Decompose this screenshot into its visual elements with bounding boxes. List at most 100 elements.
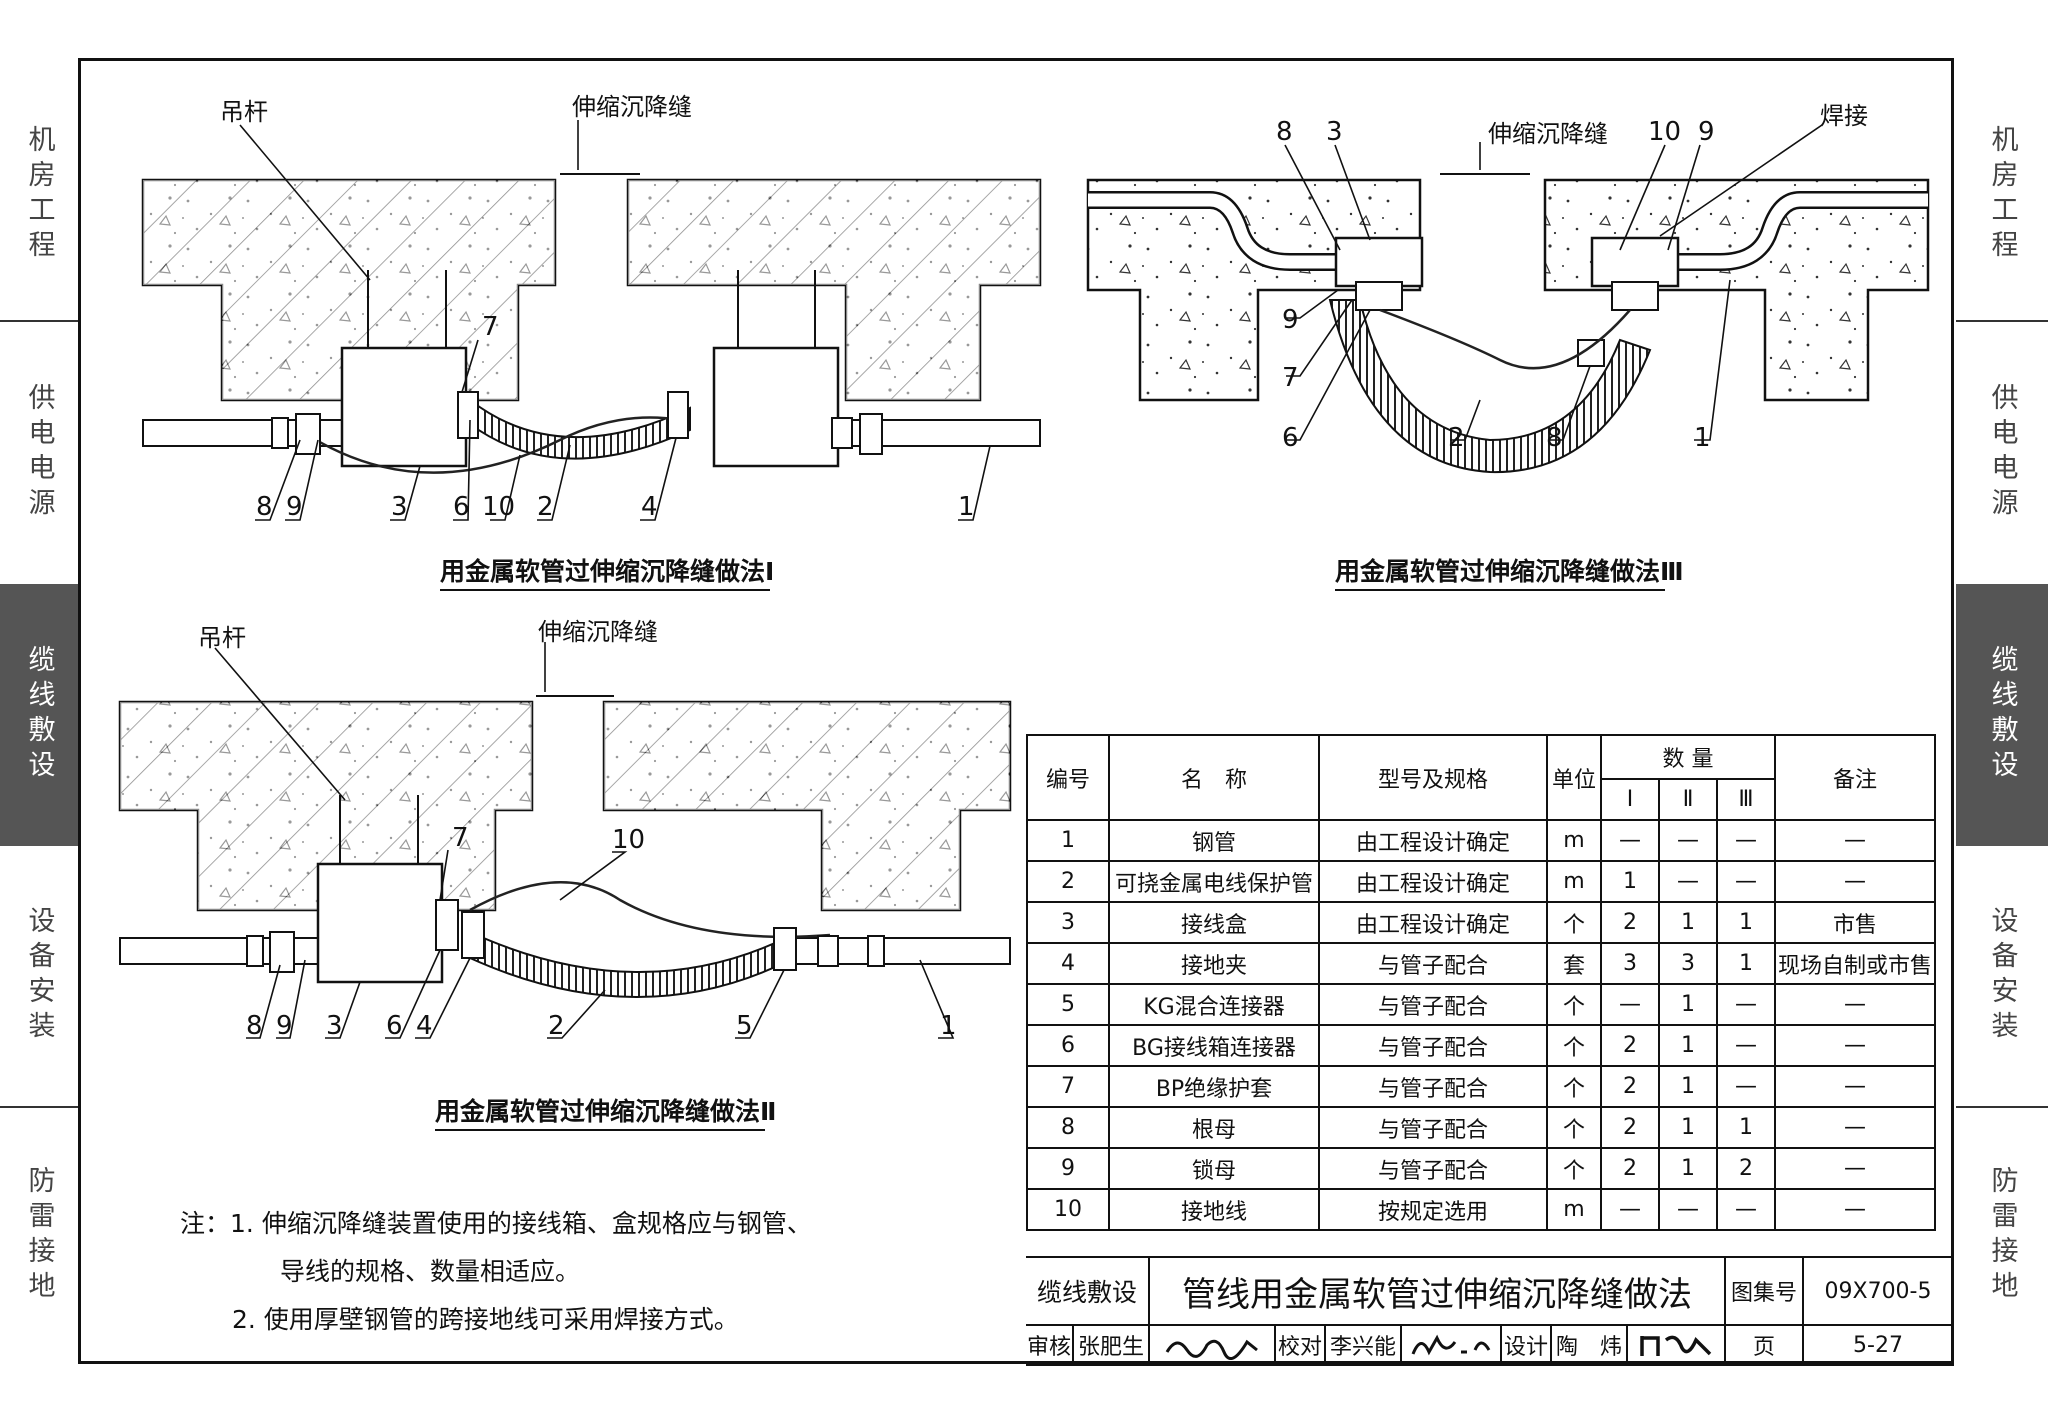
callout: 2 [1448,423,1465,453]
cell-no: 7 [1026,1065,1110,1108]
tb-atlas-label: 图集号 [1726,1258,1804,1326]
cell-no: 9 [1026,1147,1110,1190]
tb-check-label: 校对 [1276,1326,1326,1366]
cell-q2: 1 [1658,983,1718,1026]
cell-spec: 与管子配合 [1318,942,1548,985]
cell-q2: 1 [1658,901,1718,944]
side-tab-right-2[interactable]: 供电电源 [1986,383,2018,523]
cell-remark: 市售 [1774,901,1936,944]
flexible-conduit [1328,299,1652,474]
callout: 9 [1698,117,1715,147]
cell-spec: 按规定选用 [1318,1188,1548,1231]
cell-name: 可挠金属电线保护管 [1108,860,1320,903]
cell-spec: 由工程设计确定 [1318,860,1548,903]
leaders-3 [1284,124,1823,441]
cell-q3: 1 [1716,1106,1776,1149]
callout: 6 [386,1011,403,1041]
cell-spec: 与管子配合 [1318,1147,1548,1190]
callout: 1 [958,492,975,522]
diagram-1: 吊杆 伸缩沉降缝 8 9 3 6 10 2 4 1 7 用金属软管过伸缩沉降缝做… [141,93,1042,591]
cell-q3: 1 [1716,901,1776,944]
tb-page-no: 5-27 [1804,1326,1954,1366]
cell-name: 接地线 [1108,1188,1320,1231]
cell-unit: m [1546,1188,1602,1231]
cell-unit: m [1546,860,1602,903]
cell-unit: m [1546,819,1602,862]
callout: 4 [416,1011,433,1041]
cell-q2: 1 [1658,1065,1718,1108]
fitting [1611,281,1659,311]
side-tab-right-1[interactable]: 机房工程 [1986,125,2018,265]
callout: 2 [548,1011,565,1041]
cell-q2: 1 [1658,1147,1718,1190]
note-line-1: 注：1. 伸缩沉降缝装置使用的接线箱、盒规格应与钢管、 [180,1200,812,1248]
diagram-3: 8 3 伸缩沉降缝 10 9 焊接 9 7 6 2 8 1 用金属软管过伸缩沉降… [1086,102,1930,591]
slab-left-1-speck [143,180,555,400]
callout: 6 [1282,423,1299,453]
label-hanger-1: 吊杆 [220,98,268,126]
tb-review-label: 审核 [1026,1326,1074,1366]
side-tab-left-4[interactable]: 设备安装 [23,906,55,1046]
divider [0,320,78,322]
fitting [667,391,689,439]
side-tab-left-3-active[interactable]: 缆线敷设 [0,584,78,846]
cell-remark: 现场自制或市售 [1774,942,1936,985]
cell-spec: 与管子配合 [1318,1065,1548,1108]
tb-reviewer: 张肥生 [1074,1326,1150,1366]
side-tab-left-2[interactable]: 供电电源 [23,383,55,523]
side-tab-right-5[interactable]: 防雷接地 [1986,1166,2018,1306]
callout: 10 [1648,117,1681,147]
note-text: 导线的规格、数量相适应。 [280,1257,581,1286]
side-tab-right-4[interactable]: 设备安装 [1986,906,2018,1046]
side-tab-left-5[interactable]: 防雷接地 [23,1166,55,1306]
cell-spec: 由工程设计确定 [1318,901,1548,944]
callout: 7 [452,823,469,853]
callout: 7 [482,312,499,342]
tb-checker-signature [1402,1326,1502,1366]
cell-remark: — [1774,819,1936,862]
cell-unit: 个 [1546,901,1602,944]
cell-unit: 个 [1546,1024,1602,1067]
callout: 1 [1694,423,1711,453]
cell-unit: 个 [1546,1106,1602,1149]
label-weld: 焊接 [1820,102,1868,130]
cell-remark: — [1774,1065,1936,1108]
title-block: 缆线敷设 管线用金属软管过伸缩沉降缝做法 图集号 09X700-5 审核 张肥生… [1026,1256,1954,1366]
cell-q2: 1 [1658,1024,1718,1067]
cell-q3: — [1716,860,1776,903]
note-text: 1. 伸缩沉降缝装置使用的接线箱、盒规格应与钢管、 [230,1209,812,1238]
leaders-2 [214,642,955,1039]
cell-q3: — [1716,1024,1776,1067]
side-tab-left-1[interactable]: 机房工程 [23,125,55,265]
tb-checker: 李兴能 [1326,1326,1402,1366]
callout: 9 [276,1011,293,1041]
fitting [269,931,295,973]
header-remark: 备注 [1774,734,1936,821]
embedded-steel-pipe-core [1650,193,1928,269]
callout: 10 [482,492,515,522]
callout: 3 [391,492,408,522]
callout: 8 [1276,117,1293,147]
flexible-conduit [469,930,791,998]
note-line-2: 导线的规格、数量相适应。 [180,1248,812,1296]
caption-diagram-1: 用金属软管过伸缩沉降缝做法Ⅰ [440,557,774,586]
label-joint-2: 伸缩沉降缝 [538,618,658,646]
callout: 5 [736,1011,753,1041]
side-tab-right-3-active[interactable]: 缆线敷设 [1956,584,2048,846]
note-line-3: 2. 使用厚壁钢管的跨接地线可采用焊接方式。 [180,1296,812,1344]
slab-right-2-speck [604,702,1010,910]
slab-left-2-speck [120,702,532,910]
cell-remark: — [1774,1147,1936,1190]
fitting [831,417,853,449]
cell-q2: — [1658,1188,1718,1231]
label-joint-3: 伸缩沉降缝 [1488,120,1608,148]
cell-q3: 1 [1716,942,1776,985]
callout: 3 [1326,117,1343,147]
cell-q1: 2 [1600,1147,1660,1190]
cell-unit: 个 [1546,1147,1602,1190]
drawing-frame [78,58,1954,1364]
callout: 9 [1282,305,1299,335]
